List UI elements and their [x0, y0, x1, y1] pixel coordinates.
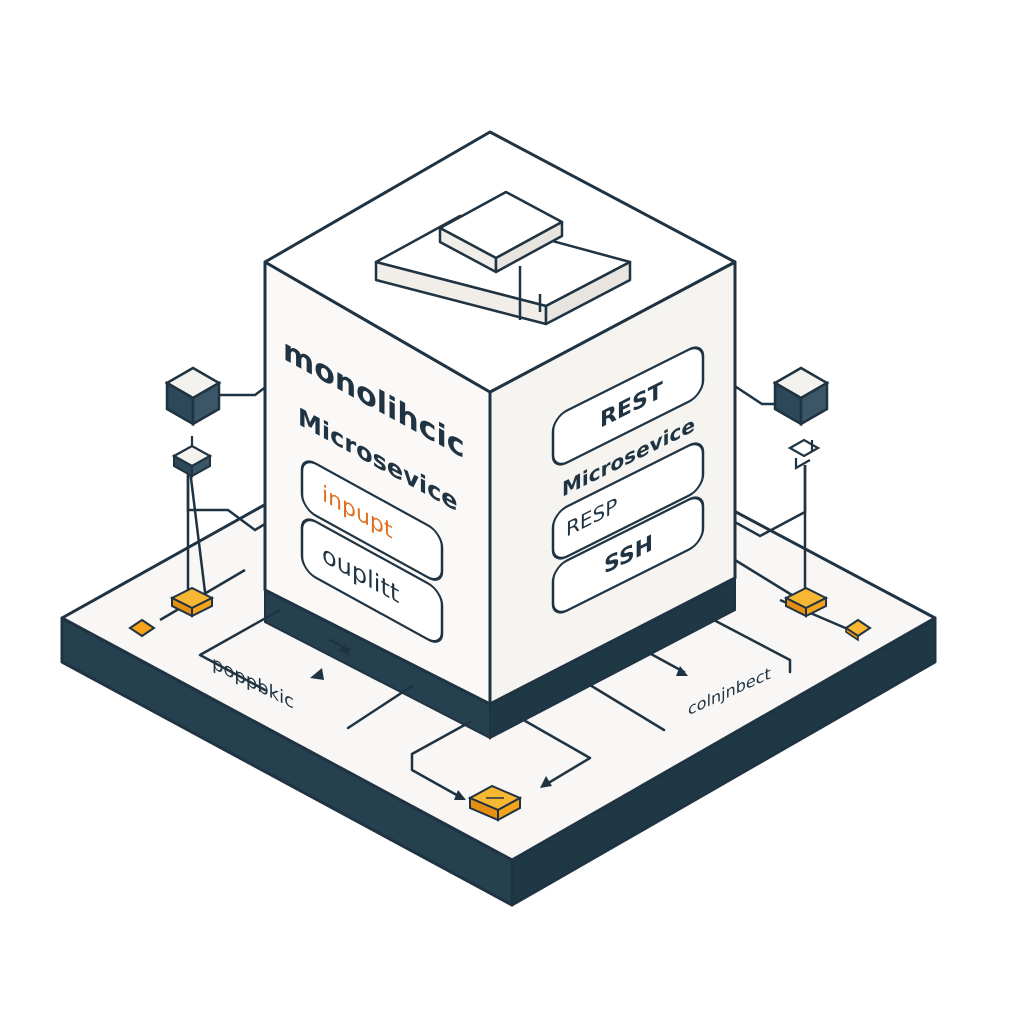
resp-box[interactable]: [551, 439, 705, 564]
ssh-box[interactable]: [551, 493, 705, 618]
plug-icon[interactable]: [171, 436, 213, 478]
arrow-icon: [540, 776, 552, 788]
flow-arrowheads: [310, 644, 688, 800]
flow-line-left-1: [198, 608, 282, 692]
accent-block-icon: [783, 586, 829, 618]
left-node-group: [128, 366, 279, 638]
output-box[interactable]: [300, 514, 444, 647]
server-node-icon[interactable]: [772, 366, 830, 427]
accent-block-icon: [467, 784, 523, 822]
accent-block-icon: [128, 618, 156, 638]
accent-block-icon: [169, 586, 215, 618]
arrow-icon: [338, 644, 350, 656]
arrow-icon: [454, 790, 466, 800]
flow-line-right-3: [583, 680, 666, 732]
stacked-slab-icon: [374, 190, 632, 326]
flow-line-left-4: [410, 720, 472, 800]
server-node-icon[interactable]: [164, 366, 222, 427]
flow-line-left-3: [346, 684, 414, 730]
link-icon[interactable]: [787, 438, 821, 470]
flow-line-right-4: [518, 716, 592, 787]
flow-line-right-1: [708, 616, 792, 674]
rest-box[interactable]: [551, 343, 705, 470]
flow-line-right-2: [638, 646, 686, 674]
flow-lines: [198, 608, 792, 800]
input-box[interactable]: [300, 456, 444, 585]
arrow-icon: [310, 668, 324, 680]
accent-block-icon: [844, 618, 872, 642]
arrow-icon: [676, 666, 688, 676]
